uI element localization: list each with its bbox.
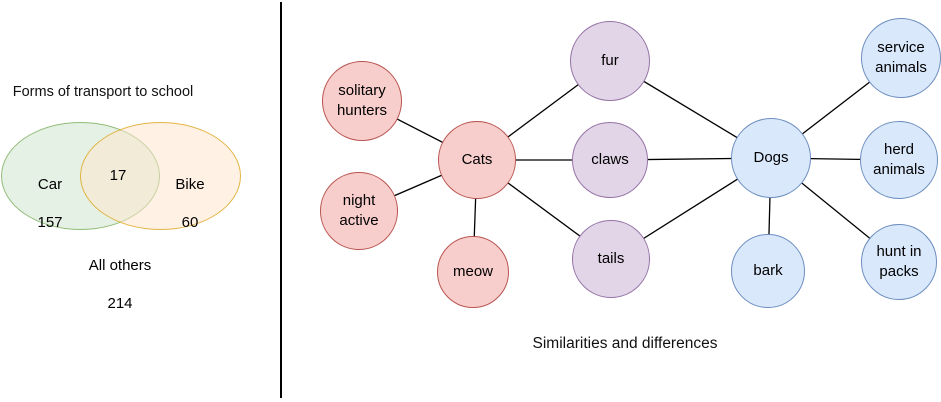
venn-car-name: Car [37, 176, 63, 193]
node-cats: Cats [438, 121, 516, 199]
venn-bike-name: Bike [175, 176, 205, 193]
venn-bike-value: 60 [181, 214, 199, 231]
node-claws: claws [572, 122, 648, 198]
mindmap-caption: Similarities and differences [532, 335, 718, 352]
venn-label-bike: Bike 60 [160, 156, 220, 251]
venn-ellipse-bike [80, 122, 241, 230]
node-service-animals: service animals [861, 18, 941, 98]
venn-label-all-others: All others 214 [60, 237, 180, 332]
node-solitary-hunters: solitary hunters [322, 61, 402, 141]
venn-car-value: 157 [37, 214, 63, 231]
venn-title: Forms of transport to school [12, 84, 194, 100]
section-divider [280, 2, 282, 398]
node-herd-animals: herd animals [860, 121, 938, 199]
node-bark: bark [731, 234, 805, 308]
node-night-active: night active [320, 172, 398, 250]
node-fur: fur [570, 21, 650, 101]
node-dogs: Dogs [731, 118, 811, 198]
venn-overlap-value: 17 [109, 167, 127, 184]
node-meow: meow [437, 236, 509, 308]
venn-label-car: Car 157 [10, 156, 90, 251]
venn-others-name: All others [88, 257, 152, 274]
node-tails: tails [572, 220, 650, 298]
node-hunt-in-packs: hunt in packs [861, 224, 937, 300]
venn-others-value: 214 [107, 295, 133, 312]
